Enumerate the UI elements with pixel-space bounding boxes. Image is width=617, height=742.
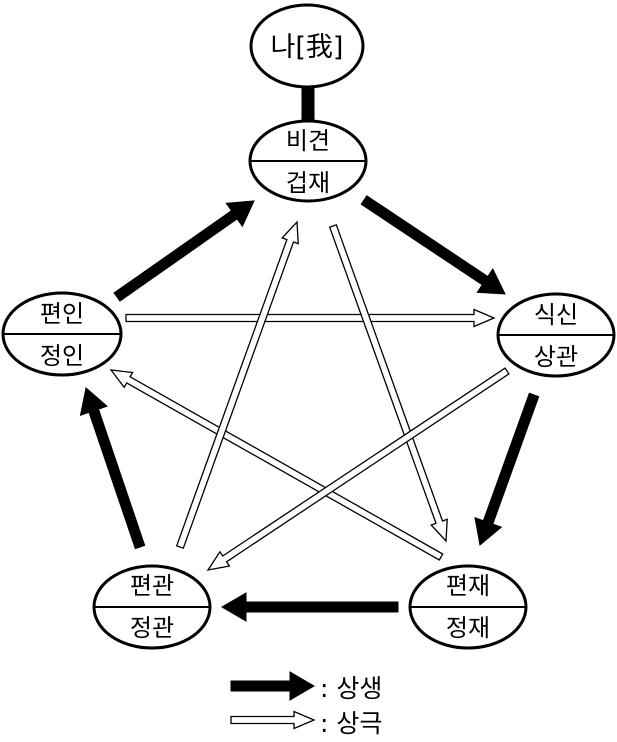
overcome-arrows: [109, 220, 510, 571]
node-pyeonin-label: 편인: [40, 300, 84, 328]
node-siksin-label: 식신: [534, 301, 578, 329]
self-node: 나[我]: [249, 3, 365, 89]
node-jeongin-label: 정인: [40, 342, 84, 370]
node-siksin-sanggwan: 식신 상관: [496, 292, 616, 378]
legend-generate-label: : 상생: [320, 674, 382, 703]
node-bigyeon-label: 비견: [286, 127, 330, 155]
generate-arrow-pyeonjae-to-pyeongwan: [221, 592, 399, 622]
generate-arrows: [79, 195, 540, 622]
overcome-arrow-pyeonjae-to-pyeonin: [109, 369, 444, 561]
generate-arrow-bigyeon-to-siksin: [360, 195, 506, 295]
generate-arrow-pyeongwan-to-pyeonin: [79, 387, 146, 550]
node-pyeongwan-label: 편관: [130, 572, 174, 600]
legend: : 상생 : 상극: [230, 671, 382, 738]
overcome-arrow-bigyeon-to-pyeonjae: [328, 223, 448, 543]
overcome-arrow-pyeongwan-to-bigyeon: [175, 220, 299, 550]
node-pyeongwan-jeonggwan: 편관 정관: [92, 564, 212, 650]
legend-overcome-arrow: [230, 710, 316, 730]
legend-generate-arrow: [230, 671, 315, 701]
node-jeonggwan-label: 정관: [130, 614, 174, 642]
self-label: 나[我]: [271, 32, 344, 63]
node-pyeonjae-label: 편재: [446, 572, 490, 600]
overcome-arrow-siksin-to-pyeongwan: [206, 367, 510, 571]
node-pyeonjae-jeongjae: 편재 정재: [408, 564, 528, 650]
overcome-arrow-pyeonin-to-siksin: [125, 308, 496, 328]
node-sanggwan-label: 상관: [534, 343, 578, 371]
node-geopjae-label: 겁재: [286, 169, 330, 197]
generate-arrow-pyeonin-to-bigyeon: [113, 200, 255, 302]
node-jeongjae-label: 정재: [446, 614, 490, 642]
node-bigyeon-geopjae: 비견 겁재: [248, 119, 368, 203]
legend-overcome-label: : 상극: [320, 709, 382, 738]
node-pyeonin-jeongin: 편인 정인: [1, 291, 123, 377]
generate-arrow-siksin-to-pyeonjae: [474, 392, 540, 546]
